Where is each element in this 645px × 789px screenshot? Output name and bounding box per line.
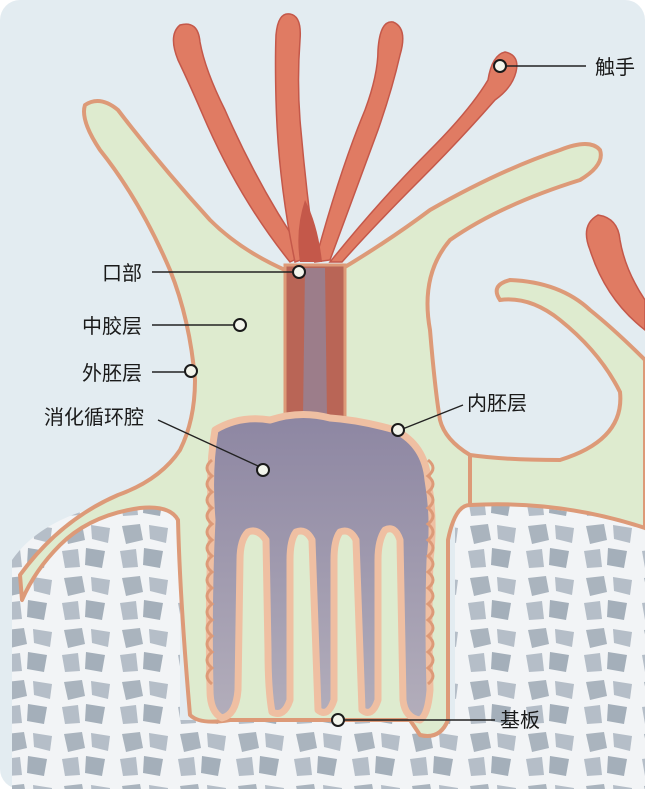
label-ectoderm: 外胚层 bbox=[82, 361, 142, 385]
skeleton-base-center bbox=[180, 720, 455, 789]
skeleton-base-right bbox=[455, 505, 645, 789]
label-endoderm: 内胚层 bbox=[467, 391, 527, 415]
label-mouth: 口部 bbox=[102, 261, 142, 285]
marker-endoderm bbox=[392, 424, 404, 436]
marker-ectoderm bbox=[185, 365, 197, 377]
marker-cavity bbox=[257, 464, 269, 476]
skeleton-base bbox=[12, 498, 180, 789]
label-gastrovascular-cavity: 消化循环腔 bbox=[44, 405, 144, 429]
marker-mesoglea bbox=[234, 319, 246, 331]
pharynx-inner bbox=[303, 268, 327, 418]
label-mesoglea: 中胶层 bbox=[82, 314, 142, 338]
label-basal-plate: 基板 bbox=[500, 708, 540, 732]
label-tentacle: 触手 bbox=[595, 55, 635, 79]
marker-mouth bbox=[293, 266, 305, 278]
marker-basal-plate bbox=[332, 714, 344, 726]
marker-tentacle bbox=[494, 60, 506, 72]
